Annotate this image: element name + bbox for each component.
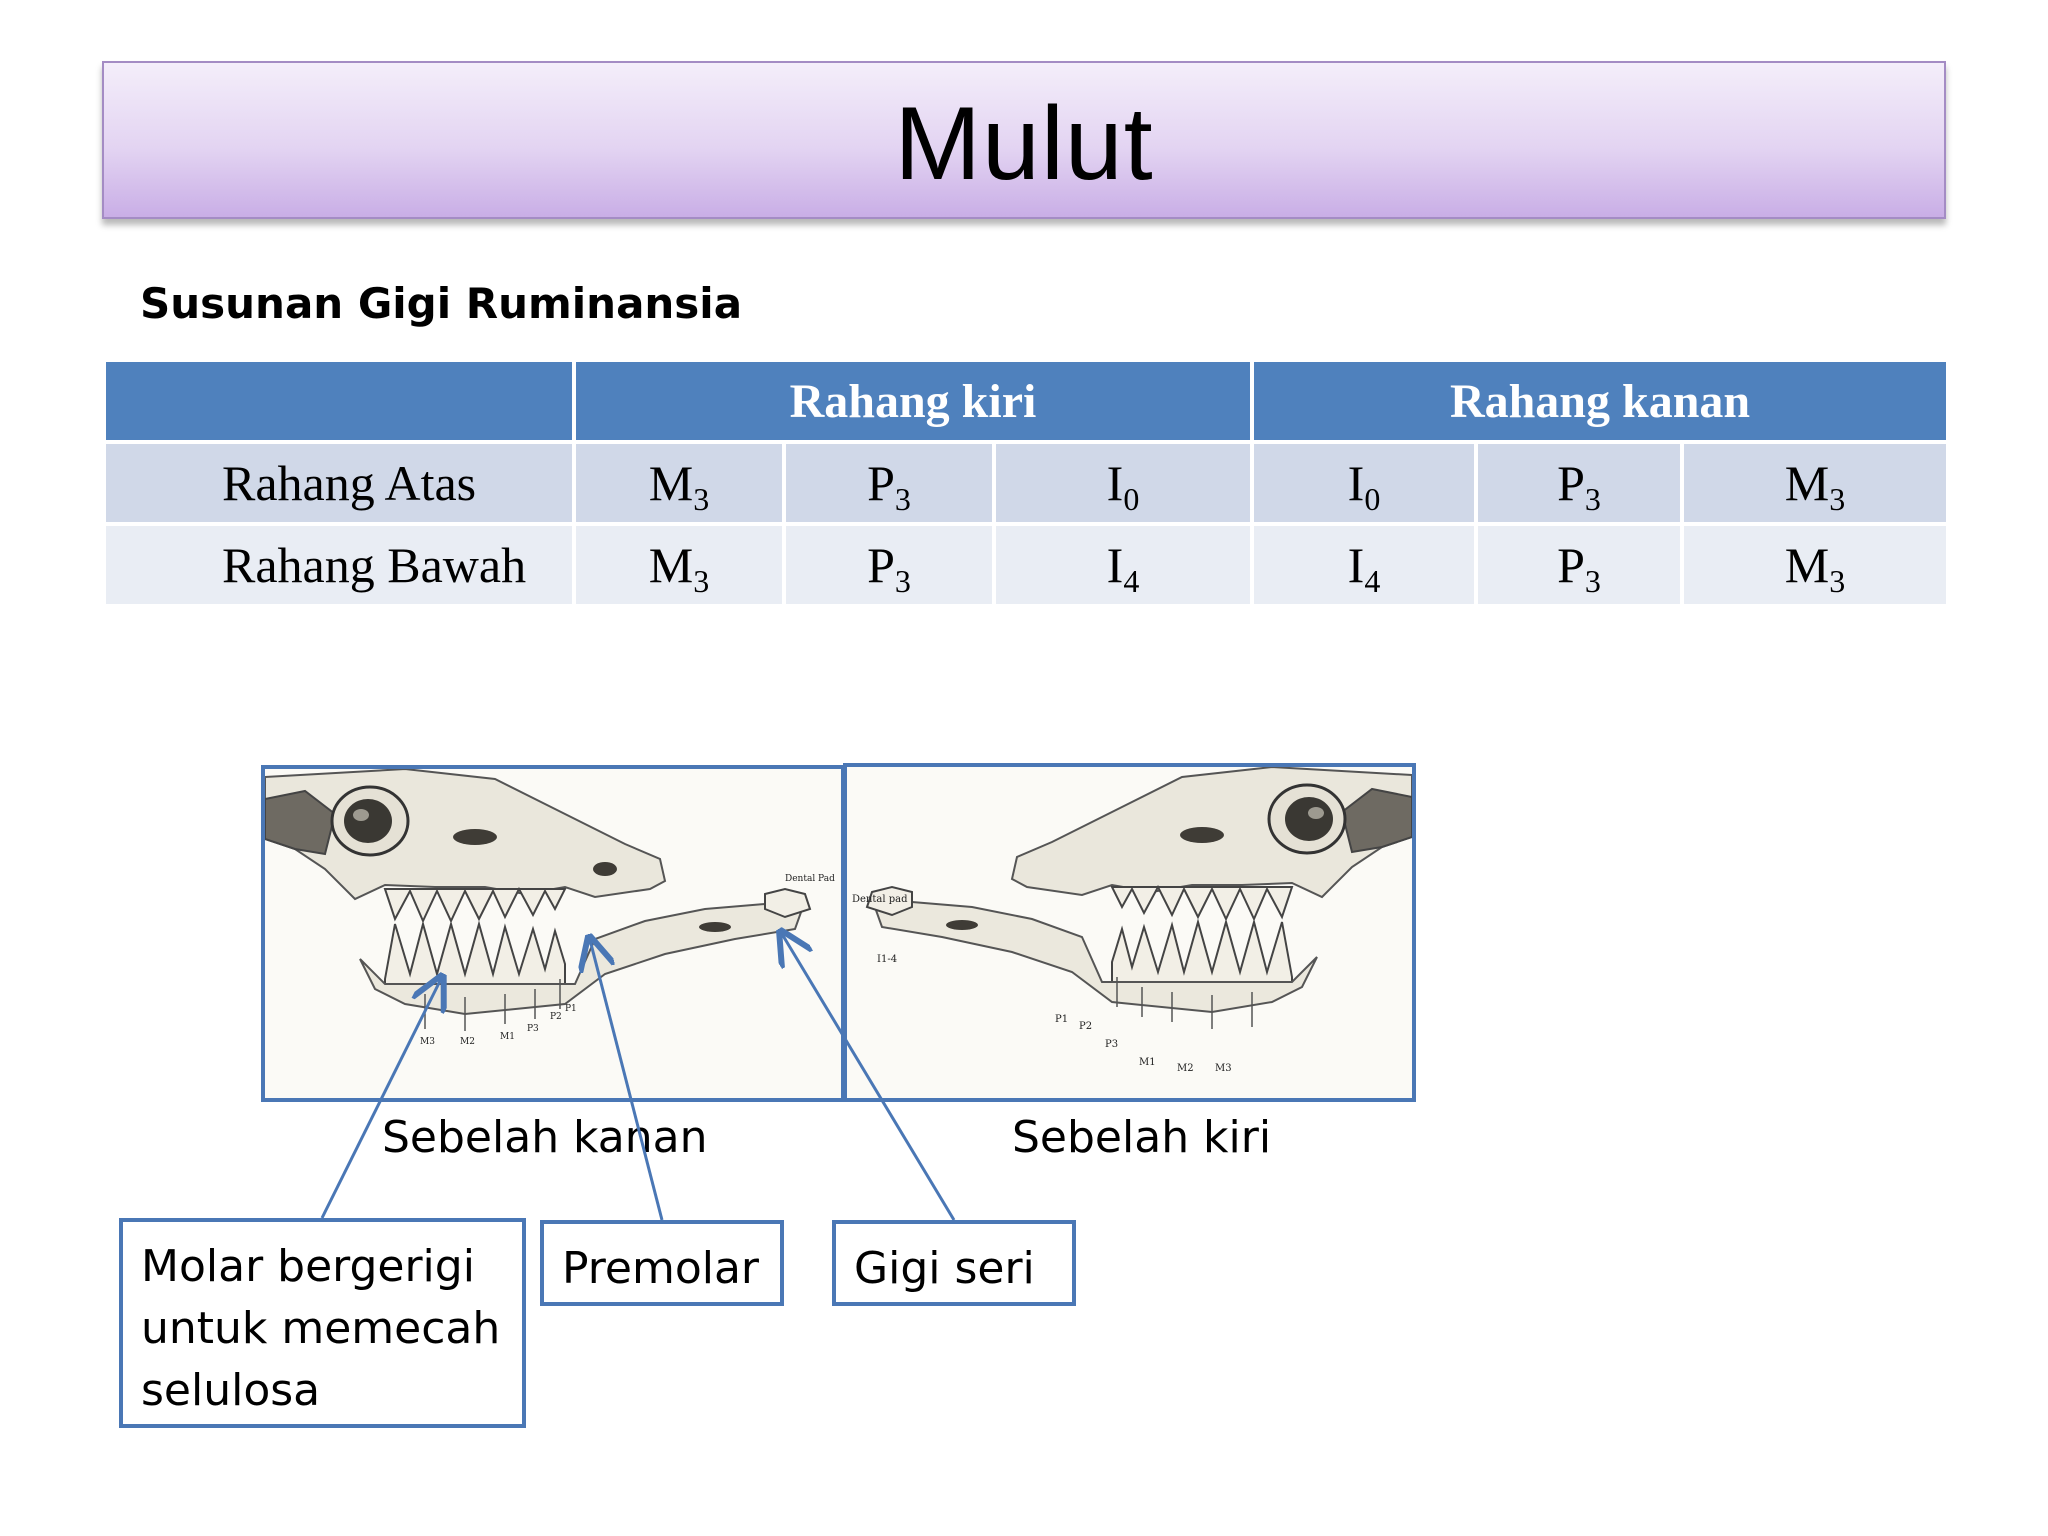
incisor-callout: Gigi seri (832, 1220, 1076, 1306)
svg-text:M3: M3 (1215, 1063, 1232, 1074)
incisor-callout-text: Gigi seri (854, 1243, 1035, 1294)
svg-text:P1: P1 (565, 1004, 577, 1014)
formula-cell: P3 (1474, 440, 1684, 526)
skull-right-side-image: Dental Pad M3 M2 M1 P3 P2 P1 (261, 765, 845, 1102)
header-right-jaw: Rahang kanan (1249, 358, 1951, 444)
svg-text:M1: M1 (500, 1032, 515, 1042)
svg-text:P3: P3 (1105, 1039, 1118, 1050)
svg-text:I1-4: I1-4 (877, 954, 897, 965)
molar-callout: Molar bergerigi untuk memecah selulosa (119, 1218, 526, 1428)
formula-cell: I0 (1250, 440, 1478, 526)
formula-cell: P3 (782, 522, 996, 608)
title-bar: Mulut (102, 61, 1946, 219)
formula-cell: I4 (992, 522, 1254, 608)
svg-text:M2: M2 (1177, 1063, 1194, 1074)
table-row: Rahang Atas M3 P3 I0 I0 P3 M3 (102, 440, 1951, 526)
skull-left-side-image: Dental pad I1-4 P1 P2 P3 M1 M2 M3 (843, 763, 1416, 1102)
dental-formula-table: Rahang kiri Rahang kanan Rahang Atas M3 … (102, 358, 1951, 608)
slide-title: Mulut (894, 85, 1154, 202)
row-label: Rahang Bawah (102, 522, 576, 608)
molar-callout-text: Molar bergerigi untuk memecah selulosa (141, 1241, 501, 1416)
svg-text:P2: P2 (1079, 1021, 1092, 1032)
formula-cell: M3 (1679, 440, 1951, 526)
caption-right-side: Sebelah kanan (382, 1112, 708, 1163)
header-empty (102, 358, 576, 444)
formula-cell: I4 (1250, 522, 1478, 608)
formula-cell: I0 (992, 440, 1254, 526)
svg-text:M2: M2 (460, 1037, 475, 1047)
caption-left-side: Sebelah kiri (1012, 1112, 1272, 1163)
svg-text:Dental pad: Dental pad (852, 894, 908, 905)
premolar-callout-text: Premolar (562, 1243, 760, 1294)
formula-cell: M3 (572, 440, 786, 526)
formula-cell: M3 (572, 522, 786, 608)
slide-subtitle: Susunan Gigi Ruminansia (140, 279, 743, 328)
premolar-callout: Premolar (540, 1220, 784, 1306)
row-label: Rahang Atas (102, 440, 576, 526)
formula-cell: M3 (1679, 522, 1951, 608)
svg-text:P1: P1 (1055, 1014, 1068, 1025)
header-left-jaw: Rahang kiri (572, 358, 1254, 444)
formula-cell: P3 (1474, 522, 1684, 608)
svg-text:M3: M3 (420, 1037, 435, 1047)
svg-text:P3: P3 (527, 1024, 539, 1034)
formula-cell: P3 (782, 440, 996, 526)
svg-text:P2: P2 (550, 1012, 562, 1022)
table-row: Rahang Bawah M3 P3 I4 I4 P3 M3 (102, 522, 1951, 608)
svg-text:M1: M1 (1139, 1057, 1156, 1068)
skull-label: Dental Pad (785, 874, 835, 884)
